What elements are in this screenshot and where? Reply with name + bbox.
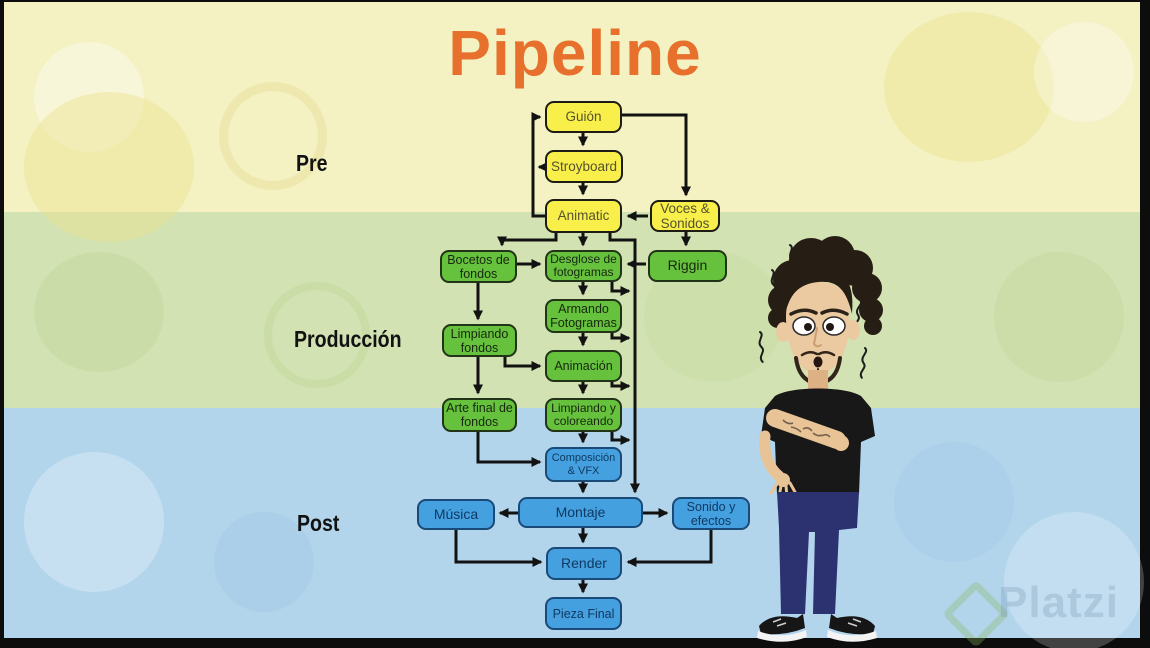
node-render: Render [546,547,622,580]
node-bocetos-fondos: Bocetos de fondos [440,250,517,283]
node-animacion: Animación [545,350,622,382]
node-musica: Música [417,499,495,530]
character-shoes [757,614,877,642]
node-pieza-final: Pieza Final [545,597,622,630]
node-composicion-vfx: Composición & VFX [545,447,622,482]
character-illustration [757,236,883,642]
node-desglose-fotogramas: Desglose de fotogramas [545,250,622,282]
character-nose [812,327,822,348]
mural-blob [24,452,164,592]
phase-label-produccion: Producción [294,326,402,352]
node-stroyboard: Stroyboard [545,150,623,183]
node-guion: Guión [545,101,622,133]
mural-blob [24,92,194,242]
character-jeans [777,492,859,614]
character-mouth [813,356,823,368]
node-limpiando-coloreando: Limpiando y coloreando [545,398,622,432]
character-fringe [784,267,853,316]
node-animatic: Animatic [545,199,622,233]
mural-blob [34,252,164,372]
node-sonido-efectos: Sonido y efectos [672,497,750,530]
node-limpiando-fondos: Limpiando fondos [442,324,517,357]
character-eyes [789,308,849,336]
phase-label-post: Post [297,510,340,536]
character-tattoo-arm [766,409,849,451]
page-title: Pipeline [448,17,702,89]
node-arte-final-fondos: Arte final de fondos [442,398,517,432]
node-riggin: Riggin [648,250,727,282]
phase-label-pre: Pre [296,150,328,176]
node-voces-sonidos: Voces & Sonidos [650,200,720,232]
watermark-brand: Platzi [998,578,1119,627]
mural-blob [994,252,1124,382]
node-armando-fotogramas: Armando Fotogramas [545,299,622,333]
node-montaje: Montaje [518,497,643,528]
